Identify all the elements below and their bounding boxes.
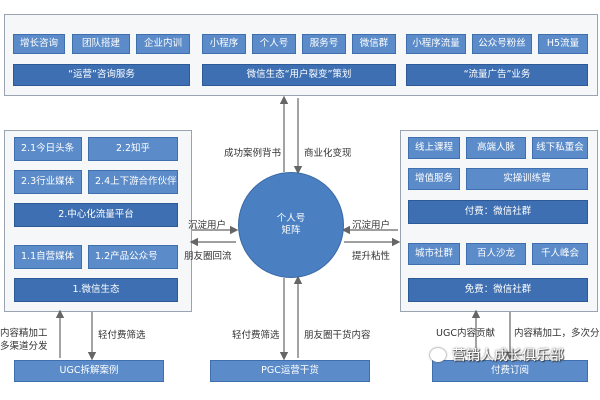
pgc-operation-content[interactable]: PGC运营干货 — [210, 360, 370, 382]
free-item-city[interactable]: 城市社群 — [408, 243, 460, 265]
label-settle-users-left: 沉淀用户 — [188, 220, 227, 231]
paid-item-network[interactable]: 高端人脉 — [466, 137, 526, 159]
free-item-summit[interactable]: 千人峰会 — [532, 243, 588, 265]
traffic-title[interactable]: “流量广告”业务 — [406, 64, 588, 86]
wechat-item-product-account[interactable]: 1.2产品公众号 — [88, 245, 178, 269]
wechat-item-miniprogram[interactable]: 小程序 — [202, 34, 246, 54]
label-light-paid-left: 轻付费筛选 — [98, 330, 146, 341]
traffic-item-fans[interactable]: 公众号粉丝 — [472, 34, 532, 54]
wechat-icon — [430, 348, 446, 362]
platform-item-toutiao[interactable]: 2.1今日头条 — [14, 137, 82, 161]
platform-item-partners[interactable]: 2.4上下游合作伙伴 — [88, 170, 178, 194]
wechat-title[interactable]: 微信生态“用户裂变”策划 — [202, 64, 396, 86]
traffic-item-h5[interactable]: H5流量 — [538, 34, 588, 54]
paid-item-online-course[interactable]: 线上课程 — [408, 137, 460, 159]
label-stickiness: 提升粘性 — [352, 251, 391, 262]
wechat-item-group[interactable]: 微信群 — [352, 34, 396, 54]
consulting-title[interactable]: “运营”咨询服务 — [13, 64, 190, 86]
watermark-text: 营销人成长俱乐部 — [452, 348, 564, 364]
circle-line-2: 矩阵 — [281, 225, 301, 236]
platform-title[interactable]: 2.中心化流量平台 — [14, 203, 178, 227]
label-monetization: 商业化变现 — [304, 148, 352, 159]
label-ugc-contribution: UGC内容贡献 — [436, 328, 495, 339]
platform-item-zhihu[interactable]: 2.2知乎 — [88, 137, 178, 161]
label-content-processing-right: 内容精加工，多次分发 — [514, 328, 600, 339]
wechat-ecosystem-title[interactable]: 1.微信生态 — [14, 278, 178, 302]
wechat-item-service[interactable]: 服务号 — [302, 34, 346, 54]
wechat-item-personal[interactable]: 个人号 — [252, 34, 296, 54]
traffic-item-miniprogram[interactable]: 小程序流量 — [406, 34, 466, 54]
label-light-paid-mid: 轻付费筛选 — [232, 330, 280, 341]
platform-item-media[interactable]: 2.3行业媒体 — [14, 170, 82, 194]
label-case-endorsement: 成功案例背书 — [224, 148, 282, 159]
ugc-breakdown-cases[interactable]: UGC拆解案例 — [14, 360, 164, 382]
circle-line-1: 个人号 — [276, 212, 306, 224]
paid-item-bootcamp[interactable]: 实操训练营 — [466, 168, 588, 190]
label-moments-backflow: 朋友圈回流 — [184, 251, 232, 262]
watermark: 营销人成长俱乐部 — [430, 345, 564, 365]
wechat-item-self-media[interactable]: 1.1自营媒体 — [14, 245, 82, 269]
paid-subscription[interactable]: 付费订阅 — [432, 360, 588, 382]
label-multi-channel: 多渠道分发 — [0, 341, 48, 352]
personal-account-matrix[interactable]: 个人号 矩阵 — [238, 172, 344, 278]
free-community-title[interactable]: 免费：微信社群 — [408, 278, 588, 302]
consulting-item-team[interactable]: 团队搭建 — [72, 34, 130, 54]
paid-item-value-added[interactable]: 增值服务 — [408, 168, 460, 190]
consulting-item-growth[interactable]: 增长咨询 — [13, 34, 65, 54]
paid-community-title[interactable]: 付费：微信社群 — [408, 200, 588, 224]
label-settle-users-right: 沉淀用户 — [352, 220, 391, 231]
paid-item-board[interactable]: 线下私董会 — [532, 137, 588, 159]
consulting-item-training[interactable]: 企业内训 — [136, 34, 190, 54]
free-item-salon[interactable]: 百人沙龙 — [466, 243, 526, 265]
label-content-processing: 内容精加工 — [0, 328, 48, 339]
label-moments-content: 朋友圈干货内容 — [304, 330, 371, 341]
